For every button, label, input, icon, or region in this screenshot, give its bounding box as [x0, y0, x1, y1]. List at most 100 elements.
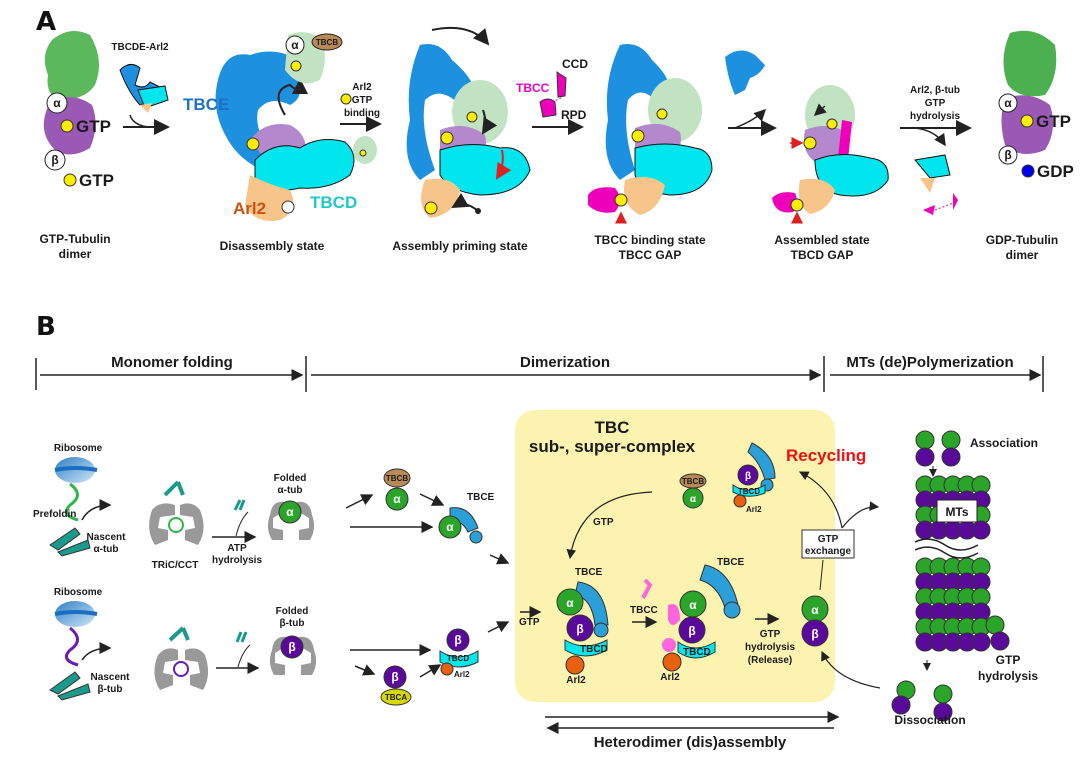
released-tbce-shape — [725, 50, 765, 95]
svg-text:β-tub: β-tub — [280, 618, 305, 629]
arl2-small-shape — [140, 103, 152, 113]
state-label-gtp-dimer: GTP-Tubulin dimer — [39, 232, 110, 261]
svg-text:β: β — [745, 471, 751, 482]
phase-timeline: Monomer folding Dimerization MTs (de)Pol… — [35, 354, 1044, 392]
gdp-tubulin-dimer: α GTP β GDP — [998, 30, 1074, 181]
panel-b: B Monomer folding Dimerization MTs (de)P… — [33, 312, 1044, 751]
svg-text:α: α — [446, 520, 454, 534]
alpha-tubulin-shape — [44, 31, 99, 100]
alpha-badge: α — [291, 38, 299, 52]
gtp-label: GTP — [76, 117, 111, 136]
panel-a: A α GTP β GTP GTP-Tubulin dimer TBCDE-Ar… — [36, 7, 1074, 262]
beta-folding-row: Ribosome Nascent β-tub Folded β-tub — [49, 587, 317, 701]
tbce-label: TBCE — [183, 95, 229, 114]
svg-text:exchange: exchange — [805, 546, 852, 557]
beta-subunit — [933, 702, 953, 722]
nascent-chain-beta — [64, 626, 79, 667]
svg-text:GTP: GTP — [818, 534, 839, 545]
beta-badge: β — [288, 640, 295, 654]
gdp-label: GDP — [1037, 162, 1074, 181]
arl2-label: Arl2 — [454, 670, 470, 679]
tbcd-label: TBCD — [447, 654, 469, 663]
state-label-assembled: Assembled state — [774, 233, 870, 247]
tbcc-label: TBCC — [630, 605, 658, 616]
assembly-priming-state — [406, 26, 531, 218]
svg-text:α: α — [689, 598, 697, 612]
rpd-label: RPD — [561, 108, 587, 122]
svg-text:Arl2: Arl2 — [746, 505, 762, 514]
recycling-label: Recycling — [786, 446, 866, 465]
panel-a-label: A — [36, 7, 56, 37]
svg-text:β: β — [811, 627, 818, 641]
svg-text:GTP: GTP — [925, 98, 946, 109]
state-label-tbcc-binding: TBCC binding state — [594, 233, 706, 247]
phase-monomer-folding: Monomer folding — [111, 354, 233, 371]
svg-text:GTP-Tubulin: GTP-Tubulin — [39, 232, 110, 246]
svg-text:TBCE: TBCE — [575, 567, 603, 578]
tbcde-arl2-label: TBCDE-Arl2 — [111, 42, 169, 53]
alpha-badge: α — [53, 96, 61, 110]
svg-text:Nascent: Nascent — [87, 532, 127, 543]
svg-text:GTP: GTP — [760, 629, 781, 640]
tbce-shape — [215, 51, 302, 170]
gtp-dot — [63, 173, 77, 187]
phase-dimerization: Dimerization — [520, 354, 610, 371]
svg-text:TBCD: TBCD — [738, 487, 760, 496]
gtp-exchange-box — [801, 529, 855, 559]
gtp-dot — [60, 119, 74, 133]
svg-text:β: β — [688, 624, 695, 638]
beta-subunit — [971, 632, 991, 652]
box-title-tbc: TBC — [595, 418, 630, 437]
gtp-tubulin-dimer: α GTP β GTP — [43, 31, 114, 190]
gtp-label: GTP — [79, 171, 114, 190]
tbcc-label: TBCC — [516, 81, 550, 95]
svg-text:hydrolysis: hydrolysis — [745, 642, 795, 653]
tric-cct-alpha — [149, 480, 204, 545]
svg-text:ATP: ATP — [227, 543, 247, 554]
tbcd-label: TBCD — [310, 193, 357, 212]
heterodimer-arrows: Heterodimer (dis)assembly — [545, 711, 840, 751]
svg-text:α: α — [566, 596, 574, 610]
nascent-chain-alpha — [64, 482, 79, 522]
gtp-label: GTP — [1036, 112, 1071, 131]
tric-label: TRiC/CCT — [152, 560, 199, 571]
state-label-disassembly: Disassembly state — [220, 239, 325, 253]
svg-text:Folded: Folded — [274, 473, 307, 484]
beta-subunit — [971, 520, 991, 540]
box-bottom-complexes: GTP TBCE α β TBCD Arl2 TBCC TBCE α β TBC… — [519, 471, 881, 689]
svg-text:Arl2: Arl2 — [566, 675, 586, 686]
assembled-state — [772, 85, 889, 224]
tbcd-small-shape — [137, 85, 169, 109]
prefoldin-icon — [49, 527, 81, 551]
svg-text:hydrolysis: hydrolysis — [978, 669, 1038, 683]
svg-text:Arl2: Arl2 — [660, 672, 680, 683]
svg-text:β: β — [391, 670, 398, 684]
heterodimer-label: Heterodimer (dis)assembly — [594, 734, 787, 751]
svg-text:hydrolysis: hydrolysis — [212, 555, 262, 566]
state-label-gdp-dimer-2: dimer — [1006, 248, 1039, 262]
svg-text:Arl2: Arl2 — [352, 82, 372, 93]
alpha-subunit — [985, 615, 1005, 635]
gdp-dot — [1021, 164, 1035, 178]
pre-complex-formation: TBCB α α TBCE β TBCA β TBCD Arl2 — [345, 468, 510, 706]
svg-text:hydrolysis: hydrolysis — [910, 111, 960, 122]
svg-text:TBCE: TBCE — [717, 557, 745, 568]
svg-text:dimer: dimer — [59, 247, 92, 261]
panel-b-label: B — [36, 312, 56, 342]
state-label-tbcc-gap: TBCC GAP — [619, 248, 682, 262]
mts-label: MTs — [945, 505, 968, 519]
state-label-gdp-dimer: GDP-Tubulin — [986, 233, 1058, 247]
beta-subunit — [941, 447, 961, 467]
step-tbcc-binding: CCD TBCC RPD — [516, 57, 588, 135]
tbca-label: TBCA — [385, 693, 407, 702]
dissociation-label: Dissociation — [894, 713, 965, 727]
step-hydrolysis: Arl2, β-tub GTP hydrolysis — [900, 85, 972, 215]
tric-cct-beta — [154, 626, 209, 690]
svg-text:GTP: GTP — [519, 617, 540, 628]
svg-text:Arl2, β-tub: Arl2, β-tub — [910, 85, 960, 96]
beta-badge: β — [51, 153, 58, 167]
svg-text:(Release): (Release) — [748, 655, 792, 666]
svg-text:β-tub: β-tub — [98, 684, 123, 695]
tbcb-label: TBCB — [386, 474, 408, 483]
